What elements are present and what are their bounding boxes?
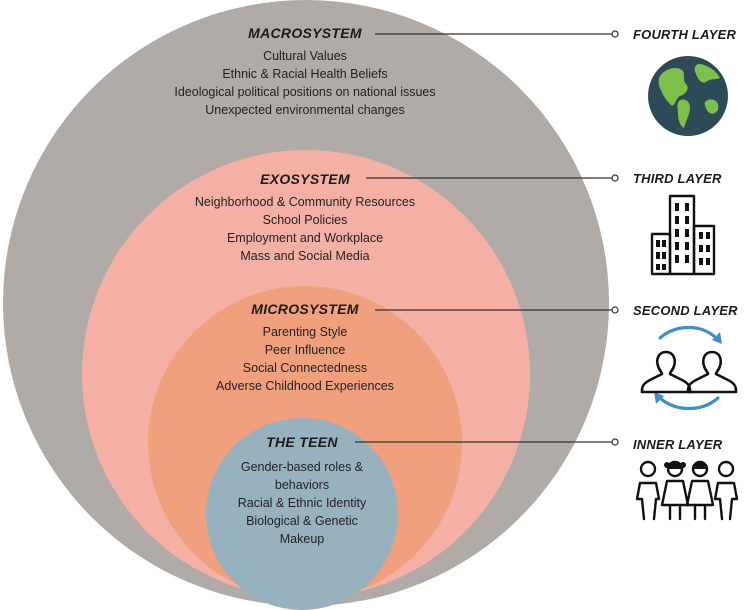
exosystem-item: Employment and Workplace — [226, 231, 384, 245]
macrosystem-title: MACROSYSTEM — [248, 25, 362, 41]
microsystem-title: MICROSYSTEM — [251, 301, 359, 317]
teen-item: Biological & Genetic — [246, 514, 358, 528]
connector-dot-fourth — [611, 30, 619, 38]
macrosystem-item: Ethnic & Racial Health Beliefs — [222, 67, 388, 81]
teen-item: behaviors — [274, 478, 330, 492]
exosystem-item: School Policies — [262, 213, 348, 227]
microsystem-item: Adverse Childhood Experiences — [216, 379, 394, 393]
inner-layer-label: INNER LAYER — [633, 437, 723, 452]
microsystem-content: MICROSYSTEM Parenting Style Peer Influen… — [170, 301, 440, 395]
microsystem-item: Peer Influence — [264, 343, 346, 357]
macrosystem-item: Cultural Values — [263, 49, 347, 63]
globe-icon — [648, 56, 728, 136]
exosystem-title: EXOSYSTEM — [260, 171, 350, 187]
exosystem-item: Neighborhood & Community Resources — [194, 195, 416, 209]
microsystem-item: Social Connectedness — [242, 361, 368, 375]
third-layer-label: THIRD LAYER — [633, 171, 722, 186]
people-exchange-icon — [640, 326, 738, 410]
teen-item: Racial & Ethnic Identity — [237, 496, 367, 510]
exosystem-item: Mass and Social Media — [240, 249, 370, 263]
teen-circle — [206, 418, 398, 610]
connector-dot-third — [611, 174, 619, 182]
connector-dot-inner — [611, 438, 619, 446]
macrosystem-item: Unexpected environmental changes — [205, 103, 405, 117]
exosystem-content: EXOSYSTEM Neighborhood & Community Resou… — [150, 171, 460, 265]
connector-dot-second — [611, 306, 619, 314]
macrosystem-item: Ideological political positions on natio… — [174, 85, 436, 99]
fourth-layer-label: FOURTH LAYER — [633, 27, 737, 42]
teen-title: THE TEEN — [266, 434, 338, 450]
teen-item: Makeup — [279, 532, 325, 546]
second-layer-label: SECOND LAYER — [633, 303, 738, 318]
teen-content: THE TEEN Gender-based roles & behaviors … — [222, 434, 382, 548]
kids-icon — [635, 460, 739, 521]
macrosystem-content: MACROSYSTEM Cultural Values Ethnic & Rac… — [130, 25, 480, 119]
connector-lines — [355, 30, 619, 446]
microsystem-item: Parenting Style — [262, 325, 348, 339]
building-icon — [650, 194, 716, 276]
teen-item: Gender-based roles & — [240, 460, 364, 474]
